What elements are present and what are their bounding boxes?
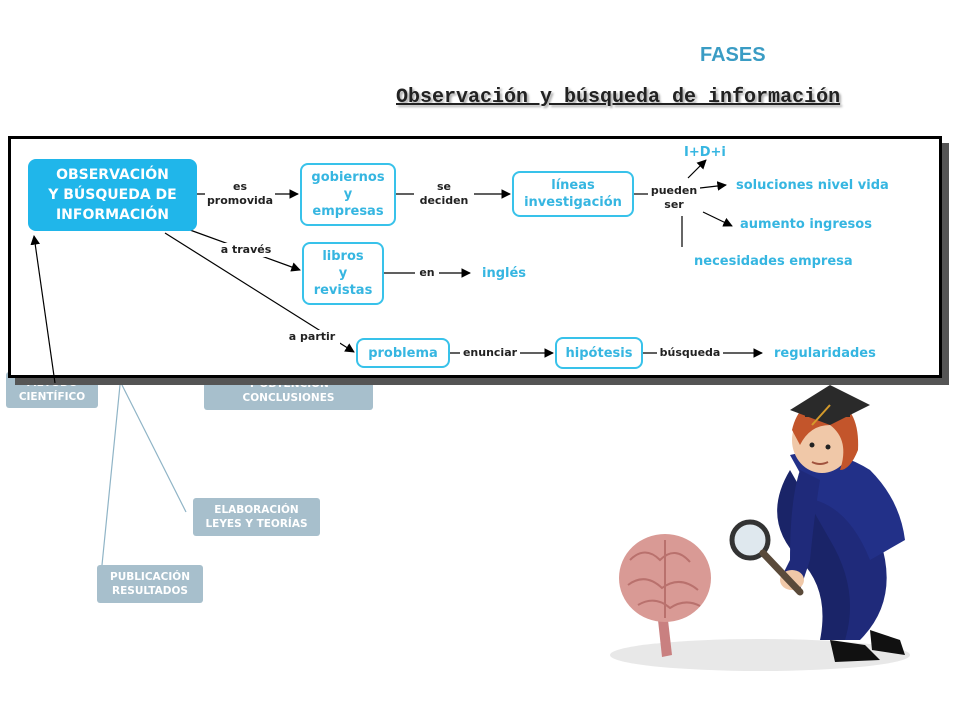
gobiernos-empresas-node: gobiernos y empresas (300, 163, 396, 226)
problema-node: problema (356, 338, 450, 368)
publicacion-box: PUBLICACIÓN RESULTADOS (97, 565, 203, 603)
link-enunciar: enunciar (460, 346, 520, 360)
metodo-line2: CIENTÍFICO (18, 391, 86, 403)
soluciones-term: soluciones nivel vida (736, 178, 889, 193)
gob-line1: gobiernos (311, 170, 385, 185)
libros-line3: revistas (313, 283, 373, 298)
phases-title: FASES (700, 44, 766, 66)
regularidades-term: regularidades (774, 346, 876, 361)
hipotesis-label: hipótesis (565, 345, 633, 361)
link-en: en (415, 266, 439, 280)
link-es-line1: es (232, 180, 247, 193)
leyes-teorias-box: ELABORACIÓN LEYES Y TEORÍAS (193, 498, 320, 536)
link-es-line2: promovida (206, 194, 274, 207)
brain-icon (619, 534, 711, 657)
link-a-partir: a partir (284, 330, 340, 344)
aumento-term: aumento ingresos (740, 217, 872, 232)
link-a-traves: a través (216, 243, 276, 257)
leyes-line1: ELABORACIÓN (214, 504, 299, 516)
libros-revistas-node: libros y revistas (302, 242, 384, 305)
student-figure (729, 385, 905, 662)
publicacion-line1: PUBLICACIÓN (110, 571, 190, 583)
gob-line2: y (343, 187, 353, 202)
link-se-line2: deciden (419, 194, 469, 207)
observacion-main-node: OBSERVACIÓN Y BÚSQUEDA DE INFORMACIÓN (28, 159, 197, 231)
link-busqueda: búsqueda (657, 346, 723, 360)
conclusiones-line2: CONCLUSIONES (242, 392, 335, 404)
magnifier-icon (729, 519, 804, 596)
leyes-line2: LEYES Y TEORÍAS (205, 518, 308, 530)
lineas-investigacion-node: líneas investigación (512, 171, 634, 217)
lineas-line1: líneas (551, 178, 595, 193)
hipotesis-node: hipótesis (555, 337, 643, 369)
idi-term: I+D+i (684, 145, 726, 160)
lineas-line2: investigación (524, 195, 622, 210)
ingles-term: inglés (482, 266, 527, 281)
libros-line1: libros (322, 249, 364, 264)
libros-line2: y (338, 266, 348, 281)
link-se-line1: se (436, 180, 451, 193)
necesidades-term: necesidades empresa (694, 254, 853, 269)
main-line1: OBSERVACIÓN (56, 167, 169, 183)
publicacion-line2: RESULTADOS (112, 585, 188, 597)
main-line3: INFORMACIÓN (55, 207, 170, 223)
main-line2: Y BÚSQUEDA DE (48, 187, 177, 203)
link-pueden-line1: pueden (650, 184, 698, 197)
slide-subtitle: Observación y búsqueda de información (396, 86, 841, 109)
gob-line3: empresas (312, 204, 384, 219)
problema-label: problema (368, 345, 438, 361)
link-pueden-line2: ser (664, 198, 684, 211)
